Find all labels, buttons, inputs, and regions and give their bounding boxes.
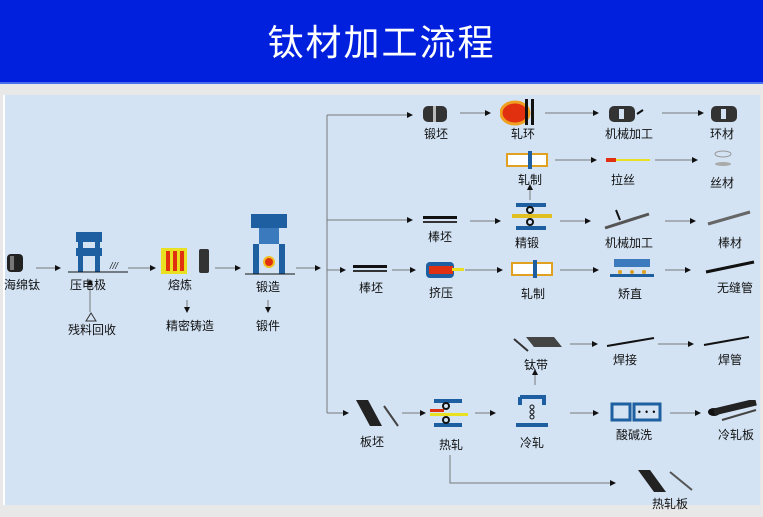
precision-forging-icon [512,203,552,230]
svg-text:• • •: • • • [637,408,656,417]
node-wire-drawing: 拉丝 [610,173,636,187]
node-welded-tube: 焊管 [717,353,743,367]
bar-product-icon [707,210,751,226]
rolling-tube-2-icon [511,260,553,278]
node-bar-blank-1: 棒坯 [427,230,453,244]
forging-press-icon [245,214,295,275]
node-ring-rolling: 轧环 [510,127,536,141]
hot-rolled-plate-icon [638,470,693,492]
node-rolling-2: 轧制 [520,287,546,301]
node-cold-rolling: 冷轧 [519,436,545,450]
node-bar-blank-2: 棒坯 [358,281,384,295]
slab-icon [356,400,399,427]
electrode-press-icon: /// [68,232,128,273]
titanium-strip-icon [513,337,562,352]
node-hot-rolling: 热轧 [438,438,464,452]
rolling-tube-icon [506,151,548,169]
bar-blank-icon [423,216,457,223]
node-extrusion: 挤压 [428,286,454,300]
melting-furnace-icon [161,248,209,274]
seamless-tube-icon [705,260,755,274]
svg-text:///: /// [109,261,119,270]
node-precision-casting: 精密铸造 [165,319,215,333]
node-welding: 焊接 [612,353,638,367]
wire-drawing-icon [606,158,650,162]
page-title: 钛材加工流程 [267,23,496,64]
node-seamless-tube: 无缝管 [716,281,754,295]
node-cold-rolled-plate: 冷轧板 [717,428,755,442]
cold-rolling-icon [516,395,548,427]
node-precision-forging: 精锻 [514,236,540,250]
node-machining-bar: 机械加工 [604,236,654,250]
scrap-icon [85,312,97,322]
node-sponge-titanium: 海绵钛 [3,278,41,292]
pickling-icon: • • • [610,402,662,422]
hot-rolling-icon [430,399,468,427]
ring-rolling-icon [500,99,534,126]
node-melting: 熔炼 [167,278,193,292]
ring-product-icon [711,106,737,122]
node-machining-ring: 机械加工 [604,127,654,141]
wire-coil-icon [714,150,732,166]
node-ring-product: 环材 [709,127,735,141]
node-forging: 锻造 [255,280,281,294]
node-hot-rolled-plate: 热轧板 [651,497,689,511]
node-bar-product: 棒材 [717,236,743,250]
bar-machining-icon [604,209,650,230]
diagram-panel [3,95,760,505]
node-electrode-pressing: 压电极 [69,278,107,292]
node-slab: 板坯 [359,435,385,449]
straightening-icon [610,259,654,277]
header-banner: 钛材加工流程 [0,0,763,84]
forge-blank-icon [423,106,447,122]
ring-machining-icon [609,106,644,122]
node-forgings: 锻件 [255,319,281,333]
node-straightening: 矫直 [617,287,643,301]
cold-rolled-plate-icon [708,400,757,421]
node-pickling: 酸碱洗 [615,428,653,442]
sponge-titanium-icon [7,254,23,272]
node-rolling-1: 轧制 [517,173,543,187]
bar-blank-2-icon [353,265,387,272]
node-scrap-recycling: 残料回收 [67,323,117,337]
node-titanium-strip: 钛带 [523,358,549,372]
welding-icon [606,337,655,347]
node-forge-blank: 锻坯 [423,127,449,141]
welded-tube-icon [703,336,750,346]
node-wire-product: 丝材 [709,176,735,190]
extrusion-icon [426,262,464,278]
